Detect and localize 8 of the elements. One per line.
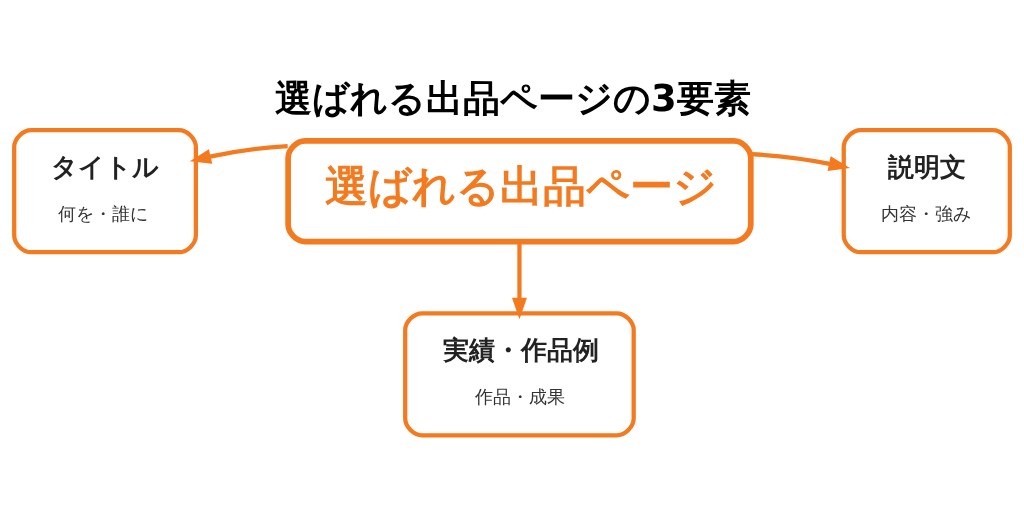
node-box: 説明文 内容・強み	[841, 127, 1012, 254]
arrow	[750, 151, 850, 171]
node-box: タイトル 何を・誰に	[12, 127, 198, 254]
node-box: 実績・作品例 作品・成果	[403, 310, 636, 437]
arrow	[511, 241, 527, 319]
diagram-title: 選ばれる出品ページの3要素	[274, 76, 751, 120]
arrow	[189, 143, 288, 164]
node-box: 選ばれる出品ページ	[285, 137, 754, 244]
